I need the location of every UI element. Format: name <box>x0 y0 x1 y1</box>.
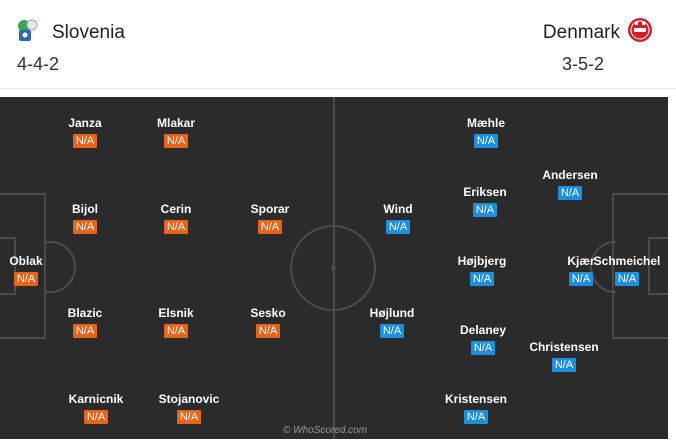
player-name: Mæhle <box>466 116 505 130</box>
player-maehle[interactable]: Mæhle N/A <box>446 116 526 149</box>
player-name: Sporar <box>250 202 290 216</box>
player-sporar[interactable]: Sporar N/A <box>230 202 310 235</box>
player-rating: N/A <box>163 324 189 338</box>
player-rating: N/A <box>257 220 283 234</box>
player-bijol[interactable]: Bijol N/A <box>45 202 125 235</box>
player-rating: N/A <box>473 134 499 148</box>
denmark-crest-icon <box>628 18 652 42</box>
player-rating: N/A <box>163 220 189 234</box>
slovenia-crest-icon <box>18 19 38 41</box>
home-formation: 4-4-2 <box>17 54 60 74</box>
center-circle <box>290 225 376 311</box>
away-team-name[interactable]: Denmark <box>542 22 620 43</box>
player-name: Christensen <box>529 340 599 354</box>
player-rating: N/A <box>72 324 98 338</box>
player-name: Kristensen <box>444 392 508 406</box>
player-andersen[interactable]: Andersen N/A <box>530 168 610 201</box>
player-rating: N/A <box>13 272 39 286</box>
player-sesko[interactable]: Sesko N/A <box>228 306 308 339</box>
player-name: Blazic <box>67 306 103 320</box>
player-name: Janza <box>68 116 102 130</box>
player-name: Elsnik <box>158 306 194 320</box>
player-rating: N/A <box>72 134 98 148</box>
player-kjaer[interactable]: Kjær N/A <box>541 254 621 287</box>
player-name: Højbjerg <box>457 254 507 268</box>
player-rating: N/A <box>163 134 189 148</box>
player-name: Oblak <box>9 254 43 268</box>
player-rating: N/A <box>568 272 594 286</box>
player-wind[interactable]: Wind N/A <box>358 202 438 235</box>
whoscored-watermark: © WhoScored.com <box>283 425 368 436</box>
home-penalty-area <box>0 193 46 339</box>
player-elsnik[interactable]: Elsnik N/A <box>136 306 216 339</box>
player-rating: N/A <box>72 220 98 234</box>
away-formation: 3-5-2 <box>561 54 604 74</box>
player-name: Wind <box>383 202 413 216</box>
player-name: Højlund <box>369 306 415 320</box>
match-header: Slovenia 4-4-2 Denmark 3-5-2 <box>0 0 676 89</box>
player-name: Kjær <box>567 254 595 268</box>
player-rating: N/A <box>470 341 496 355</box>
player-janza[interactable]: Janza N/A <box>45 116 125 149</box>
home-goal-area <box>0 237 16 295</box>
player-rating: N/A <box>472 203 498 217</box>
player-name: Schmeichel <box>593 254 661 268</box>
player-name: Eriksen <box>463 185 507 199</box>
player-rating: N/A <box>379 324 405 338</box>
player-rating: N/A <box>557 186 583 200</box>
player-blazic[interactable]: Blazic N/A <box>45 306 125 339</box>
player-eriksen[interactable]: Eriksen N/A <box>445 185 525 218</box>
player-rating: N/A <box>176 410 202 424</box>
player-rating: N/A <box>463 410 489 424</box>
pitch: Janza N/A Mlakar N/A Bijol N/A Cerin N/A… <box>0 97 668 439</box>
player-name: Andersen <box>542 168 598 182</box>
player-oblak[interactable]: Oblak N/A <box>0 254 66 287</box>
center-spot <box>331 265 336 270</box>
player-name: Sesko <box>250 306 286 320</box>
player-rating: N/A <box>614 272 640 286</box>
player-name: Mlakar <box>156 116 196 130</box>
player-schmeichel[interactable]: Schmeichel N/A <box>587 254 667 287</box>
player-name: Delaney <box>459 323 507 337</box>
player-hojlund[interactable]: Højlund N/A <box>352 306 432 339</box>
player-rating: N/A <box>255 324 281 338</box>
player-christensen[interactable]: Christensen N/A <box>524 340 604 373</box>
player-rating: N/A <box>469 272 495 286</box>
player-name: Stojanovic <box>158 392 220 406</box>
player-cerin[interactable]: Cerin N/A <box>136 202 216 235</box>
player-mlakar[interactable]: Mlakar N/A <box>136 116 216 149</box>
player-rating: N/A <box>551 358 577 372</box>
away-goal-area <box>648 237 668 295</box>
player-kristensen[interactable]: Kristensen N/A <box>436 392 516 425</box>
player-name: Karnicnik <box>68 392 124 406</box>
player-stojanovic[interactable]: Stojanovic N/A <box>149 392 229 425</box>
player-rating: N/A <box>385 220 411 234</box>
player-rating: N/A <box>83 410 109 424</box>
player-karnicnik[interactable]: Karnicnik N/A <box>56 392 136 425</box>
home-team-name[interactable]: Slovenia <box>52 22 125 43</box>
player-name: Bijol <box>72 202 98 216</box>
player-name: Cerin <box>160 202 192 216</box>
player-hojbjerg[interactable]: Højbjerg N/A <box>442 254 522 287</box>
player-delaney[interactable]: Delaney N/A <box>443 323 523 356</box>
